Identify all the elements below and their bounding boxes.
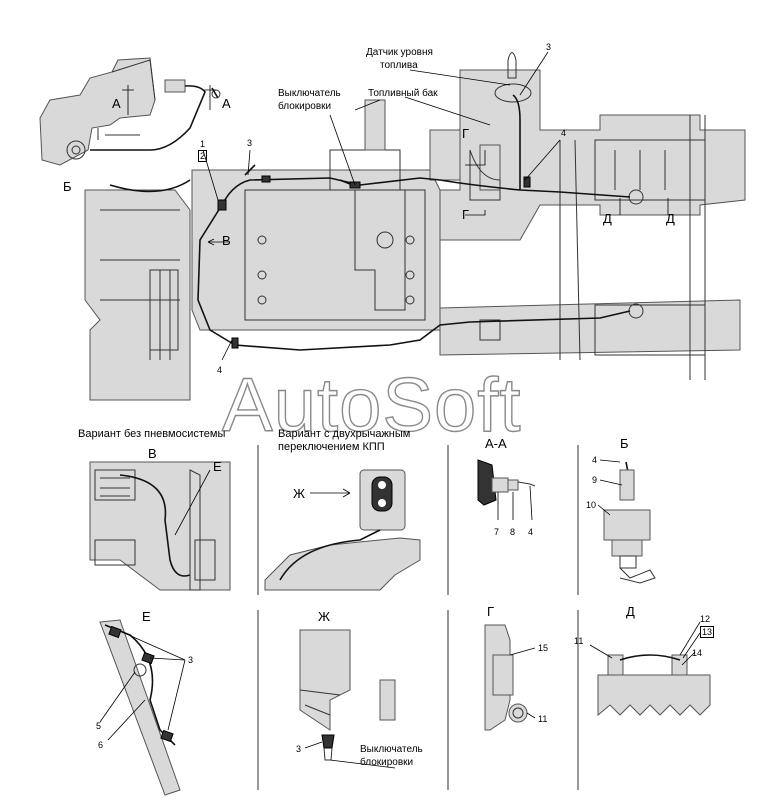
b-sensor-body: [603, 509, 651, 541]
switch-housing: [364, 99, 386, 151]
view-label-zh: Ж: [293, 486, 306, 501]
front-component: [39, 57, 156, 166]
lower-harness: [197, 199, 631, 351]
fuel-sensor-label-1: Датчик уровня: [366, 47, 433, 58]
view-e-rail: [99, 619, 181, 796]
callout-4-right: 4: [561, 128, 567, 138]
fuel-tank-label: Топливный бак: [368, 88, 438, 99]
section-a-right: А: [222, 96, 231, 111]
aa-callout-4: 4: [528, 527, 534, 537]
watermark: AutoSoft: [221, 362, 522, 448]
callout-2: 2: [198, 150, 208, 162]
d-callout-12: 12: [700, 614, 711, 624]
fuel-sensor-flange: [494, 83, 532, 103]
e-callout-3: 3: [188, 655, 194, 665]
fuel-tank-frame: [439, 69, 746, 241]
fuel-sensor-label-2: топлива: [380, 60, 418, 71]
view-v-body: [89, 461, 231, 591]
zh-switch-label-1: Выключатель: [360, 744, 423, 755]
e-callout-5: 5: [96, 721, 102, 731]
view-label-e: Е: [213, 459, 222, 474]
switch-label-2: блокировки: [278, 101, 332, 112]
section-g-bottom: Г: [462, 207, 470, 222]
view-zh-bracket: [264, 537, 421, 591]
g-callout-11: 11: [538, 714, 548, 724]
b-callout-10: 10: [586, 500, 597, 510]
section-b-main: Б: [63, 179, 72, 194]
aa-callout-8: 8: [510, 527, 516, 537]
view-title-g: Г: [487, 604, 495, 619]
b-sensor-stem: [619, 469, 635, 501]
a-connector: [164, 79, 186, 93]
callout-1: 1: [200, 139, 206, 149]
d-callout-13: 13: [700, 626, 715, 638]
aa-callout-7: 7: [494, 527, 500, 537]
view-title-zh: Ж: [318, 609, 331, 624]
d-callout-11: 11: [574, 636, 584, 646]
section-d-left: Д: [603, 211, 612, 226]
view-d-frame: [597, 674, 711, 717]
section-a-left: А: [112, 96, 121, 111]
d-callout-14: 14: [692, 648, 703, 658]
section-d-right: Д: [666, 211, 675, 226]
variant-2-caption-1: Вариант с двухрычажным: [278, 428, 411, 440]
b-sensor-circle: [66, 140, 86, 160]
view-title-v: В: [148, 446, 157, 461]
variant-1-caption: Вариант без пневмосистемы: [78, 428, 226, 440]
gearbox-block: [84, 189, 191, 401]
variant-2-caption-2: переключением КПП: [278, 441, 385, 453]
view-v-wire: [119, 474, 191, 577]
g-callout-15: 15: [538, 643, 549, 653]
aa-plate: [477, 459, 497, 506]
view-title-e: Е: [142, 609, 151, 624]
callout-4-bottom: 4: [217, 365, 223, 375]
fuel-sensor-wire: [512, 94, 521, 190]
section-v-main: В: [222, 233, 231, 248]
callout-3-left: 3: [247, 138, 253, 148]
view-zh2-switch: [321, 734, 335, 749]
switch-label-1: Выключатель: [278, 88, 341, 99]
view-e-wire: [104, 624, 176, 746]
b-callout-4: 4: [592, 455, 598, 465]
zh-switch-label-2: блокировки: [360, 757, 414, 768]
view-title-aa: А-А: [485, 436, 507, 451]
fuel-sensor-loop: [507, 52, 517, 79]
section-g-top: Г: [462, 126, 470, 141]
main-harness: [219, 177, 631, 211]
front-wire: [90, 85, 206, 151]
e-callout-6: 6: [98, 740, 104, 750]
b-callout-9: 9: [592, 475, 598, 485]
callout-3-right: 3: [546, 42, 552, 52]
frame-rail-lower: [439, 299, 741, 356]
view-zh2-body: [299, 629, 351, 731]
zh-callout-3: 3: [296, 744, 302, 754]
view-title-d: Д: [626, 604, 635, 619]
view-title-b: Б: [620, 436, 629, 451]
